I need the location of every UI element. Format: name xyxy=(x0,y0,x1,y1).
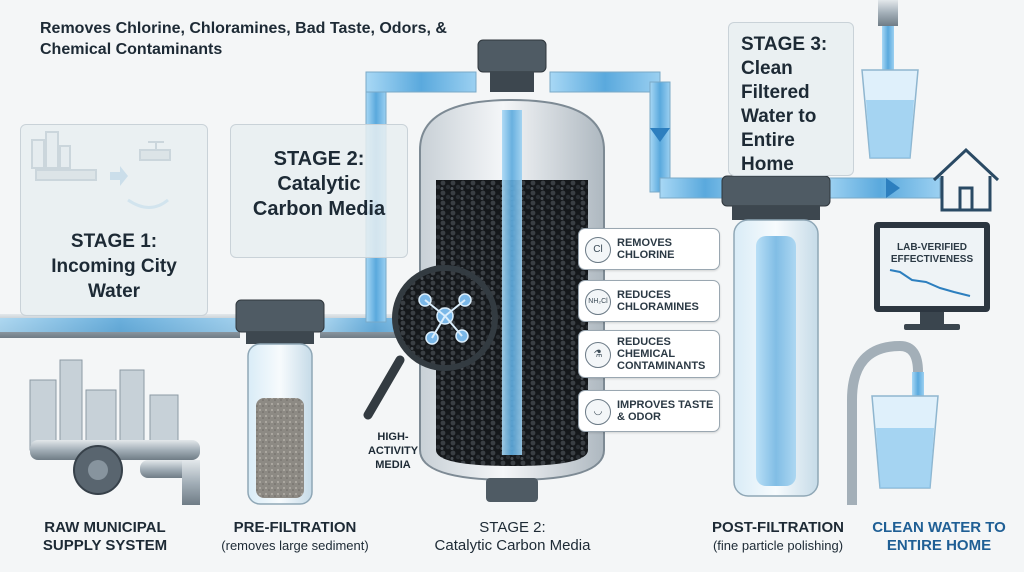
faucet-glass-bottom xyxy=(847,340,939,505)
pump-assembly xyxy=(30,440,200,505)
callout-taste: ◡ IMPROVES TASTE & ODOR xyxy=(578,390,720,432)
magnifier-glass xyxy=(363,265,498,420)
monitor-display xyxy=(874,222,990,330)
callout-text: REMOVES CHLORINE xyxy=(617,237,675,261)
callout-text: IMPROVES TASTE & ODOR xyxy=(617,399,714,423)
label-title: POST-FILTRATION xyxy=(712,519,844,536)
label-title: STAGE 2: xyxy=(479,519,546,536)
post-filter-housing xyxy=(721,175,831,497)
stage1-panel: STAGE 1: Incoming City Water xyxy=(20,124,208,316)
city-skyline xyxy=(29,359,179,451)
chloramine-icon: NH₂Cl xyxy=(585,289,611,315)
tooth-icon: ◡ xyxy=(585,399,611,425)
label-stage2: STAGE 2: Catalytic Carbon Media xyxy=(400,519,625,555)
label-title: RAW MUNICIPAL SUPPLY SYSTEM xyxy=(42,519,168,554)
pre-filter-housing xyxy=(235,299,325,505)
flask-icon: ⚗ xyxy=(585,342,611,368)
house-icon xyxy=(932,147,1000,212)
label-clean-water: CLEAN WATER TO ENTIRE HOME xyxy=(864,519,1014,555)
callout-text: REDUCES CHEMICAL CONTAMINANTS xyxy=(617,336,706,372)
label-sub: (removes large sediment) xyxy=(221,538,369,553)
monitor-label: LAB-VERIFIED EFFECTIVENESS xyxy=(890,242,974,265)
high-activity-label: HIGH-ACTIVITY MEDIA xyxy=(367,431,419,471)
stage3-panel: STAGE 3: Clean Filtered Water to Entire … xyxy=(728,22,854,176)
callout-chloramines: NH₂Cl REDUCES CHLORAMINES xyxy=(578,280,720,322)
headline: Removes Chlorine, Chloramines, Bad Taste… xyxy=(40,20,447,58)
label-sub: Catalytic Carbon Media xyxy=(434,537,591,554)
callout-chlorine: Cl REMOVES CHLORINE xyxy=(578,228,720,270)
label-title: PRE-FILTRATION xyxy=(233,519,357,536)
stage2-panel: STAGE 2: Catalytic Carbon Media xyxy=(230,124,408,258)
callout-text: REDUCES CHLORAMINES xyxy=(617,289,699,313)
callout-chemicals: ⚗ REDUCES CHEMICAL CONTAMINANTS xyxy=(578,330,720,378)
carbon-tank xyxy=(419,39,605,502)
stage3-title: STAGE 3: Clean Filtered Water to Entire … xyxy=(741,34,828,175)
label-title: CLEAN WATER TO ENTIRE HOME xyxy=(872,519,1006,554)
chlorine-icon: Cl xyxy=(585,237,611,263)
label-post-filtration: POST-FILTRATION (fine particle polishing… xyxy=(688,519,868,555)
label-raw-supply: RAW MUNICIPAL SUPPLY SYSTEM xyxy=(20,519,190,555)
stage1-title: STAGE 1: Incoming City Water xyxy=(51,231,177,302)
stage2-panel-title: STAGE 2: Catalytic Carbon Media xyxy=(252,148,386,220)
label-pre-filtration: PRE-FILTRATION (removes large sediment) xyxy=(200,519,390,555)
faucet-glass-top xyxy=(861,0,919,159)
label-sub: (fine particle polishing) xyxy=(712,538,844,553)
